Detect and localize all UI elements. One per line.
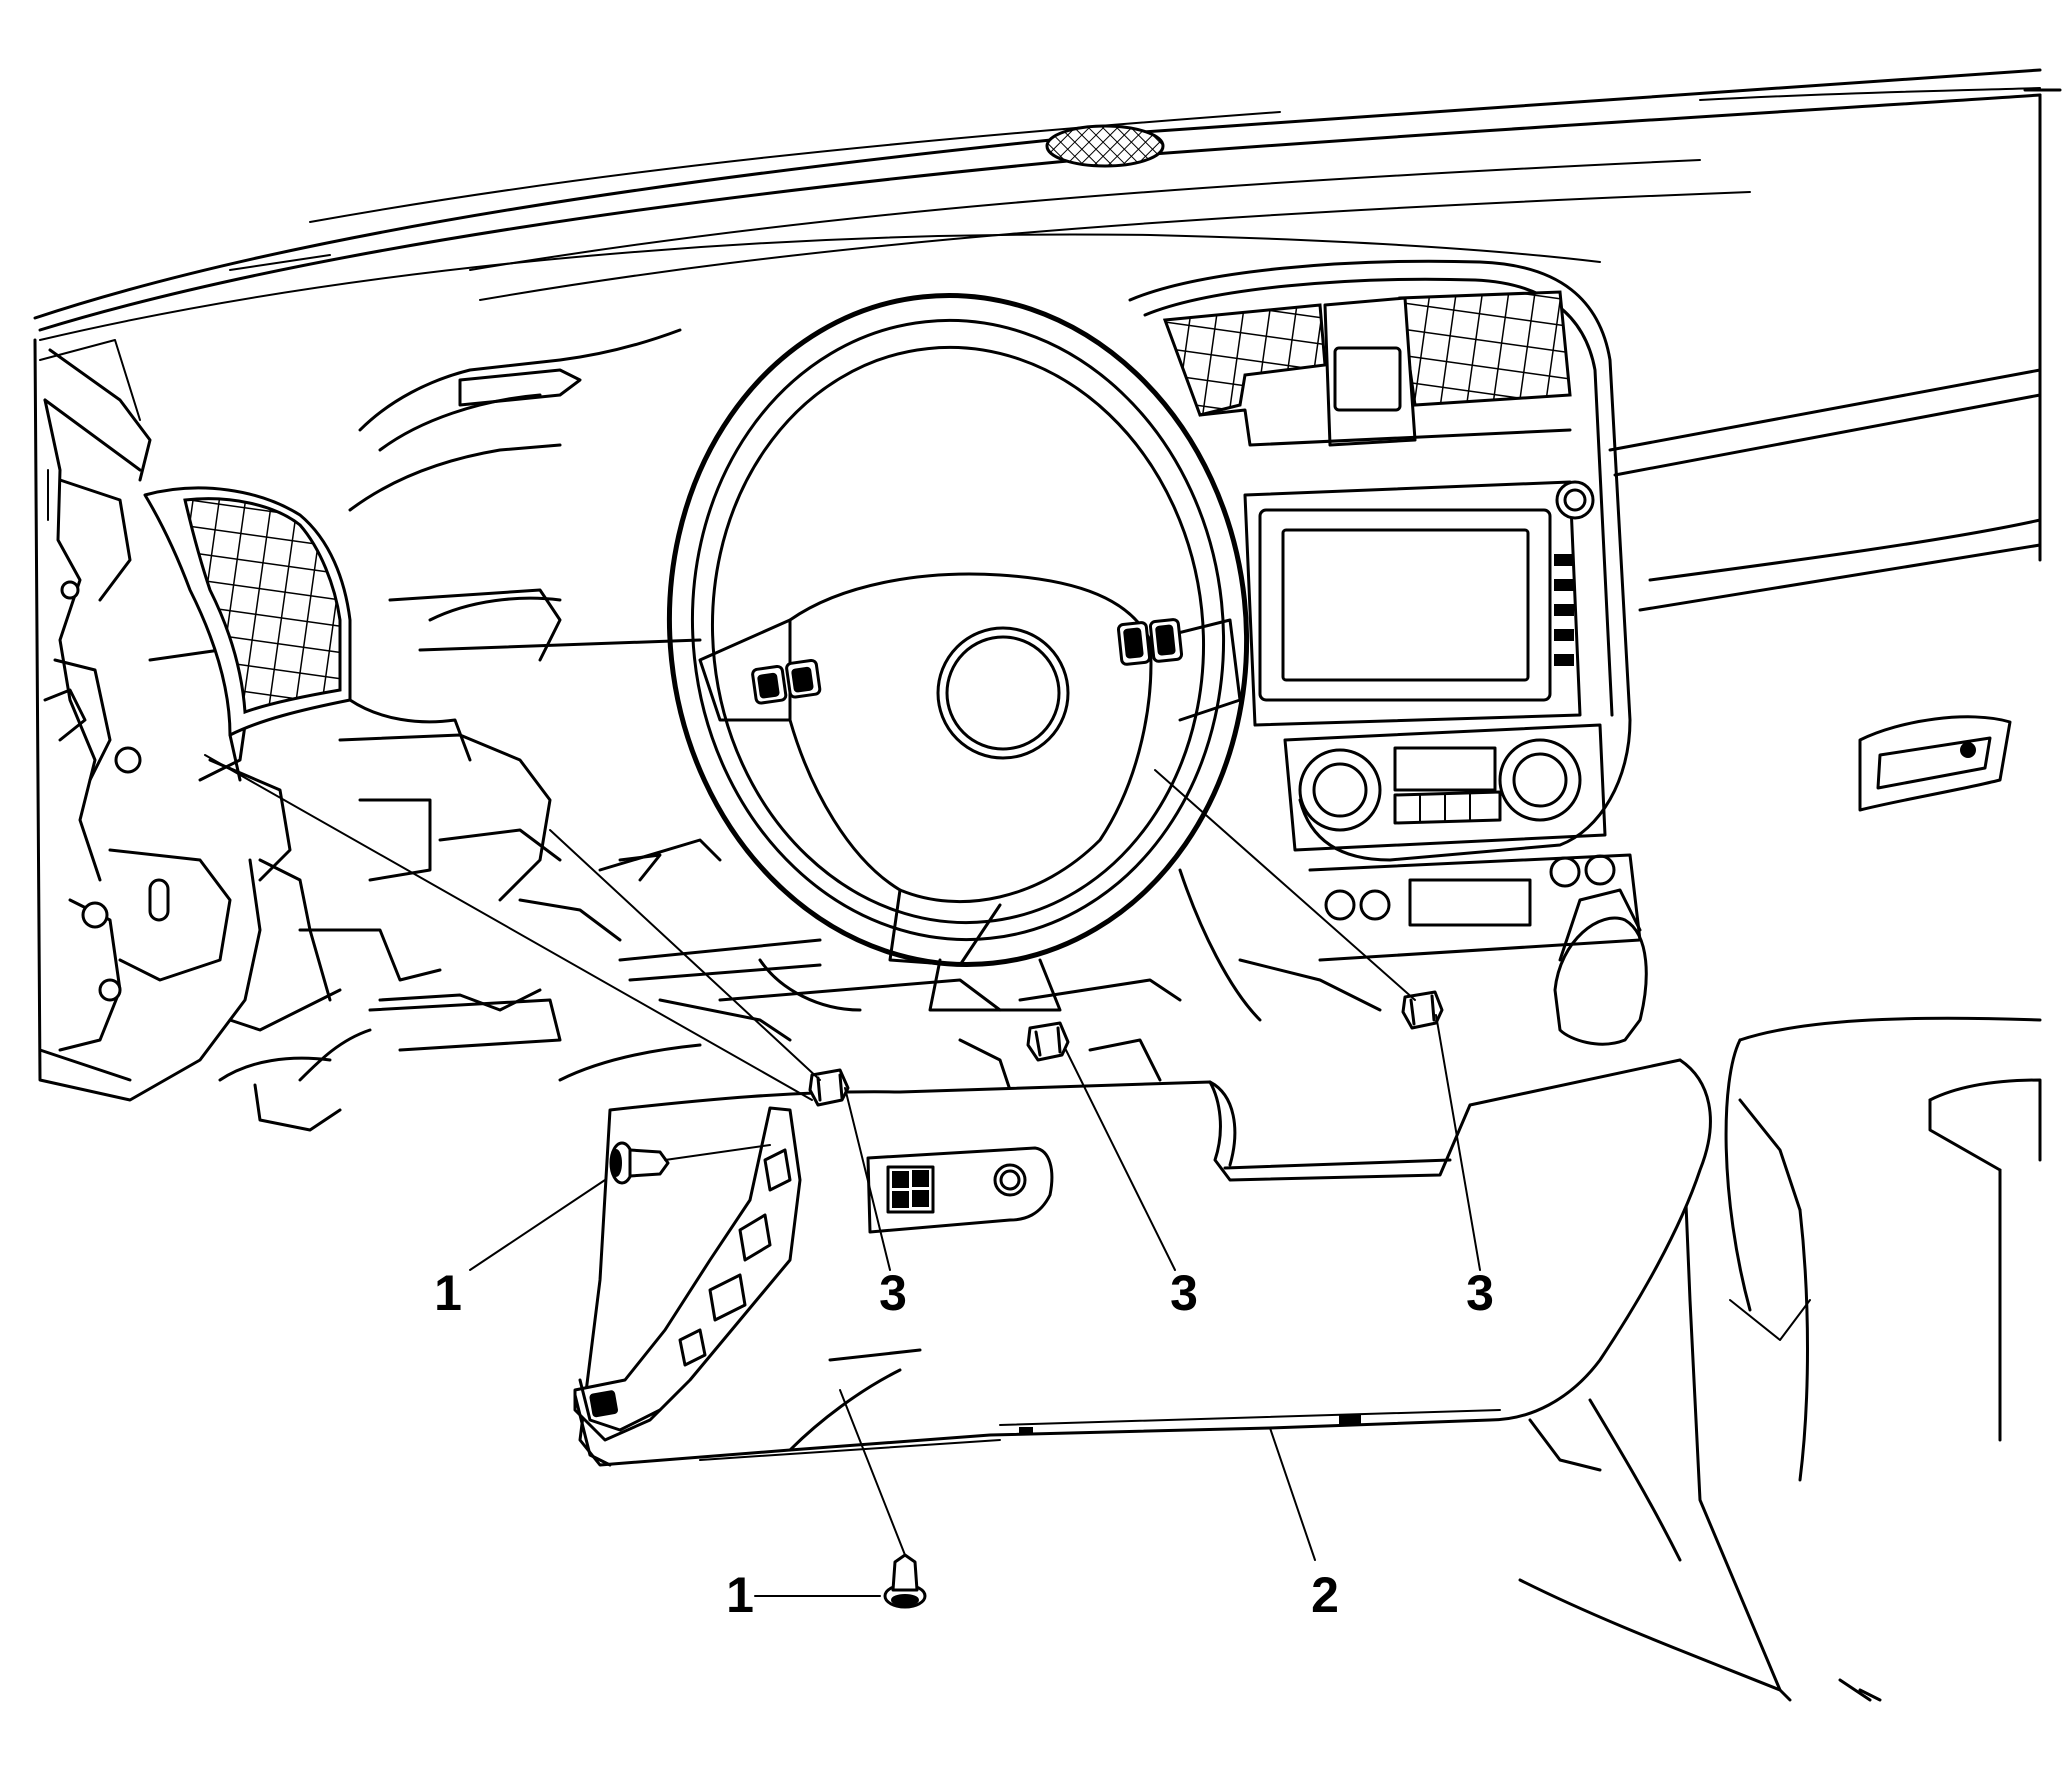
callout-1-upper: 1: [434, 1265, 462, 1321]
left-dash-frame: [33, 338, 342, 1102]
push-pin-fastener: [609, 1141, 670, 1185]
steering-wheel: [666, 292, 1262, 1022]
retainer-clip: [1026, 1021, 1070, 1062]
panel-switch: [886, 1165, 935, 1214]
retainer-clip: [1401, 990, 1444, 1030]
lower-structure: [218, 733, 1382, 1132]
center-stack: [1128, 259, 1642, 962]
callout-3-right: 3: [1466, 1265, 1494, 1321]
callout-3-middle: 3: [1170, 1265, 1198, 1321]
right-spoke-buttons: [1116, 618, 1184, 666]
leader-lines: [204, 754, 1481, 1597]
right-dash: [1518, 368, 2042, 1702]
fasteners: [609, 1141, 927, 1609]
upper-trim: [348, 328, 702, 662]
knee-bolster-panel: [573, 1058, 1712, 1467]
callout-3-left: 3: [879, 1265, 907, 1321]
left-spoke-buttons: [751, 658, 822, 705]
speaker-grille: [1045, 124, 1165, 168]
left-air-vent: [143, 486, 472, 782]
dashboard-top: [33, 68, 2062, 562]
callout-2: 2: [1311, 1567, 1339, 1623]
callout-1-lower: 1: [726, 1567, 754, 1623]
callout-labels: 1 1 2 3 3 3: [434, 1265, 1494, 1623]
radio-side-buttons: [1554, 554, 1574, 666]
push-pin-fastener: [883, 1553, 927, 1609]
